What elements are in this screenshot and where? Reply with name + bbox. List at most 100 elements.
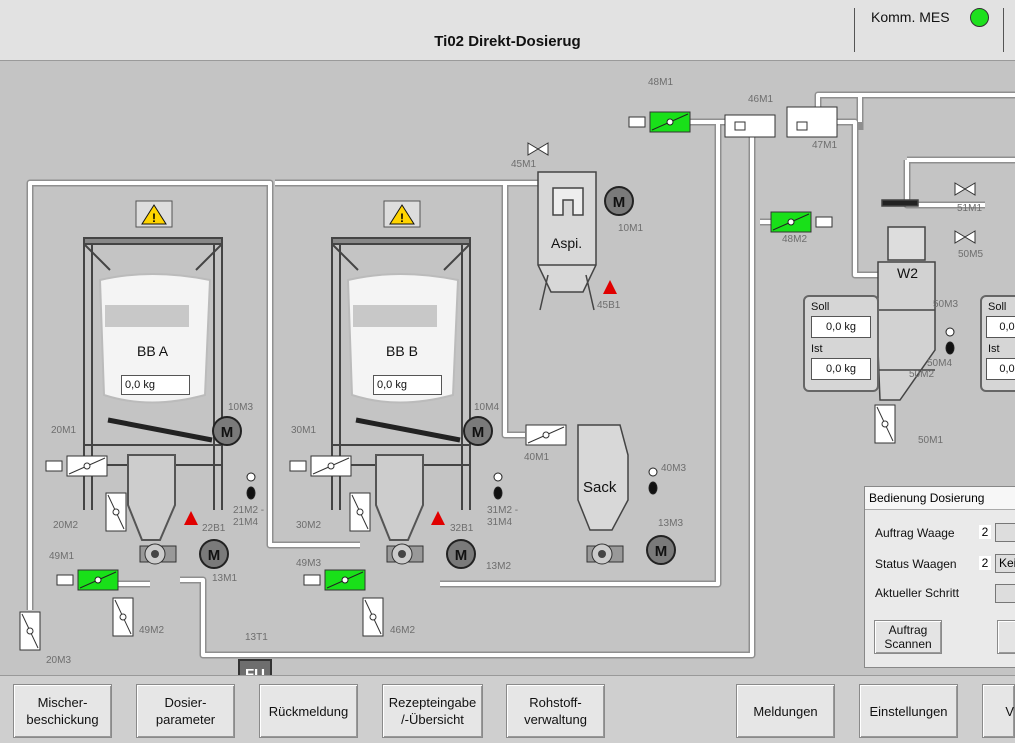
warning-icon: ! <box>383 200 421 228</box>
sack-label: Sack <box>583 479 617 496</box>
nav-rohstoffverwaltung-button[interactable]: Rohstoff- verwaltung <box>506 684 605 738</box>
tag-21M2: 21M2 - <box>233 505 265 516</box>
tag-13M1: 13M1 <box>212 573 238 584</box>
mes-status-label: Komm. MES <box>871 9 950 25</box>
valve-icon[interactable] <box>289 455 352 477</box>
mes-status-indicator <box>970 8 989 27</box>
nav-dosier-parameter-button[interactable]: Dosier- parameter <box>136 684 235 738</box>
tag-50M4: 50M4 <box>927 358 953 369</box>
auftrag-waage-field[interactable] <box>995 523 1015 542</box>
scale-w2-display: Soll 0,0 Ist 0,0 <box>980 295 1015 392</box>
tag-40M3: 40M3 <box>661 463 687 474</box>
bigbag-b-label: BB B <box>386 343 418 359</box>
valve-icon[interactable] <box>724 106 838 138</box>
diverter-valve-icon[interactable] <box>628 111 691 133</box>
sack-station <box>577 424 629 531</box>
aktueller-schritt-label: Aktueller Schritt <box>875 586 960 600</box>
tag-31M4: 31M4 <box>487 517 513 528</box>
header-divider <box>854 8 855 52</box>
valve-icon[interactable] <box>349 492 371 532</box>
aspiration-filter <box>537 171 597 311</box>
scale-w2-label: W2 <box>897 265 918 281</box>
valve-icon[interactable] <box>874 404 896 444</box>
tag-49M3: 49M3 <box>296 558 322 569</box>
valve-icon[interactable] <box>362 597 384 637</box>
motor-icon[interactable]: M <box>646 535 676 565</box>
tag-10M3: 10M3 <box>228 402 254 413</box>
process-canvas: ! ! M M M M M M <box>0 61 1015 691</box>
status-waagen-field: Kei <box>995 554 1015 573</box>
tag-40M1: 40M1 <box>524 452 550 463</box>
svg-text:M: M <box>613 194 626 211</box>
nav-rueckmeldung-button[interactable]: Rückmeldung <box>259 684 358 738</box>
soll-label: Soll <box>811 301 830 313</box>
nav-meldungen-button[interactable]: Meldungen <box>736 684 835 738</box>
valve-icon[interactable] <box>525 424 567 446</box>
bigbag-a-weight: 0,0 kg <box>121 375 190 395</box>
tag-47M1: 47M1 <box>812 140 838 151</box>
tag-21M4: 21M4 <box>233 517 259 528</box>
tag-45B1: 45B1 <box>597 300 621 311</box>
status-waagen-label: Status Waagen <box>875 557 957 571</box>
tag-50M5: 50M5 <box>958 249 984 260</box>
dosing-action-button[interactable] <box>997 620 1015 654</box>
svg-text:M: M <box>472 424 485 441</box>
dosing-panel-title: Bedienung Dosierung <box>865 487 1015 510</box>
valve-icon[interactable] <box>105 492 127 532</box>
rotary-valve-icon[interactable] <box>386 543 424 565</box>
aktueller-schritt-field <box>995 584 1015 603</box>
tag-48M2: 48M2 <box>782 234 808 245</box>
tag-32B1: 32B1 <box>450 523 474 534</box>
nav-einstellungen-button[interactable]: Einstellungen <box>859 684 958 738</box>
valve-icon[interactable] <box>45 455 108 477</box>
tag-20M1: 20M1 <box>51 425 77 436</box>
shutoff-valve-icon[interactable] <box>527 142 976 244</box>
header-divider <box>1003 8 1004 52</box>
motor-icon[interactable]: M <box>604 186 634 216</box>
tag-13T1: 13T1 <box>245 632 268 643</box>
bigbag-station-a <box>83 237 223 541</box>
warning-icon: ! <box>135 200 173 228</box>
tag-20M2: 20M2 <box>53 520 79 531</box>
tag-45M1: 45M1 <box>511 159 537 170</box>
tag-13M2: 13M2 <box>486 561 512 572</box>
alarm-icon <box>431 511 445 525</box>
motor-icon[interactable]: M <box>463 416 493 446</box>
rotary-valve-icon[interactable] <box>586 543 624 565</box>
process-diagram: ! ! M M M M M M <box>19 91 1015 659</box>
ist-label: Ist <box>811 343 823 355</box>
motor-icon[interactable]: M <box>199 539 229 569</box>
rotary-valve-icon[interactable] <box>139 543 177 565</box>
scale-w2-vessel <box>877 199 936 401</box>
status-waagen-number: 2 <box>979 556 991 570</box>
auftrag-waage-label: Auftrag Waage <box>875 526 955 540</box>
svg-text:M: M <box>208 547 221 564</box>
nav-mischer-beschickung-button[interactable]: Mischer- beschickung <box>13 684 112 738</box>
tag-31M2: 31M2 - <box>487 505 519 516</box>
tag-50M1: 50M1 <box>918 435 944 446</box>
header-bar: Komm. MES Ti02 Direkt-Dosierug <box>0 0 1015 61</box>
nav-more-button[interactable]: V <box>982 684 1015 738</box>
diverter-valve-icon[interactable] <box>303 569 366 591</box>
tag-30M2: 30M2 <box>296 520 322 531</box>
motor-icon[interactable]: M <box>212 416 242 446</box>
valve-icon[interactable] <box>112 597 134 637</box>
motor-icon[interactable]: M <box>446 539 476 569</box>
footer-nav: Mischer- beschickung Dosier- parameter R… <box>0 675 1015 743</box>
dosing-control-panel: Bedienung Dosierung Auftrag Waage 2 Stat… <box>864 486 1015 668</box>
tag-10M4: 10M4 <box>474 402 500 413</box>
page-title: Ti02 Direkt-Dosierug <box>434 33 581 50</box>
tag-46M1: 46M1 <box>748 94 774 105</box>
alarm-icon <box>184 511 198 525</box>
valve-icon[interactable] <box>19 611 41 651</box>
ist-value: 0,0 <box>986 358 1015 380</box>
auftrag-scannen-button[interactable]: Auftrag Scannen <box>874 620 942 654</box>
alarm-icon <box>603 280 617 294</box>
auftrag-waage-number: 2 <box>979 525 991 539</box>
diverter-valve-icon[interactable] <box>56 569 119 591</box>
soll-label: Soll <box>988 301 1007 313</box>
diverter-valve-icon[interactable] <box>770 211 833 233</box>
soll-value: 0,0 kg <box>811 316 871 338</box>
nav-rezepteingabe-button[interactable]: Rezepteingabe /-Übersicht <box>382 684 483 738</box>
tag-22B1: 22B1 <box>202 523 226 534</box>
